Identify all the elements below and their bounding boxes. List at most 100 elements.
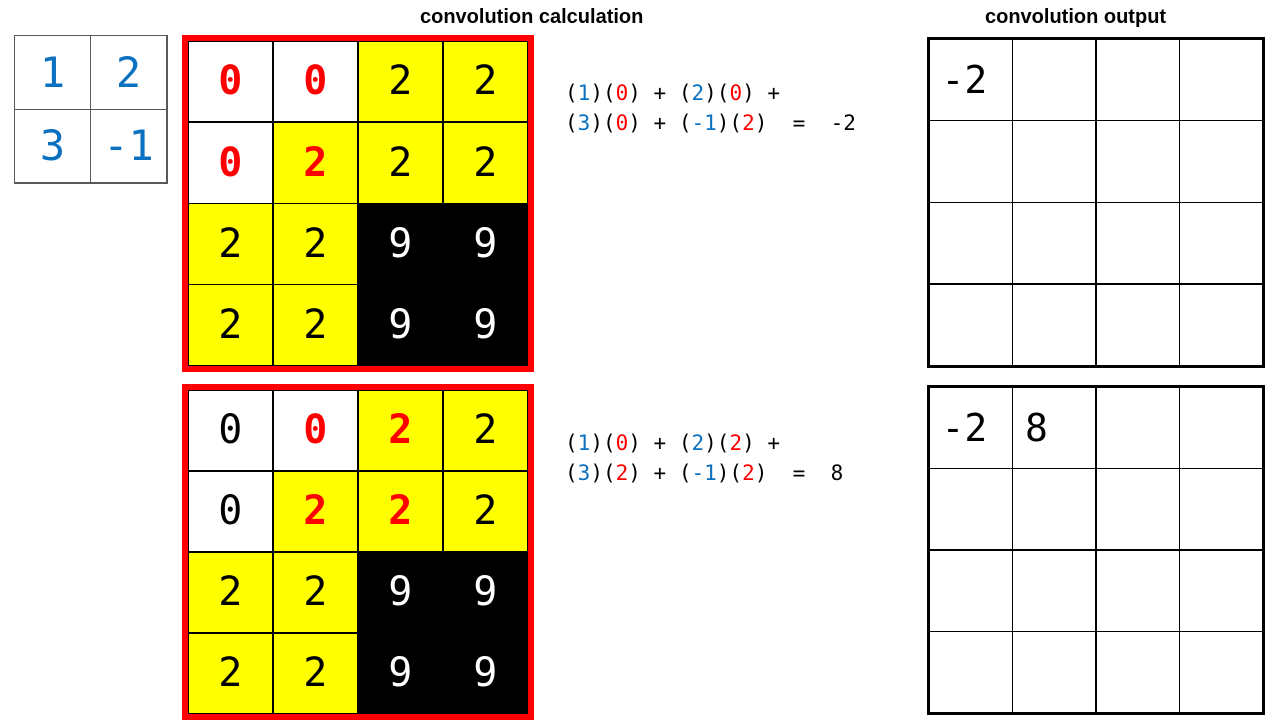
formula-token: 2	[691, 81, 705, 105]
formula-token: 0	[615, 81, 629, 105]
input-cell: 0	[187, 470, 273, 552]
output-cell	[1179, 202, 1263, 285]
input-cell: 9	[442, 632, 528, 714]
formula-token: ) + (	[628, 461, 692, 486]
output-cell	[1179, 549, 1263, 632]
formula-token: (	[565, 111, 578, 136]
formula-token: -1	[691, 111, 717, 136]
formula-token: )(	[716, 111, 743, 136]
input-cell: 2	[272, 551, 358, 633]
input-cell: 9	[357, 284, 443, 366]
input-cell: 2	[442, 389, 528, 471]
input-cell: 2	[187, 284, 273, 366]
output-cell	[1179, 468, 1263, 550]
output-cell	[1095, 38, 1180, 121]
output-cell: 8	[1012, 386, 1096, 469]
input-cell: 2	[272, 470, 358, 552]
output-cell	[1095, 468, 1180, 550]
formula-token: 2	[615, 461, 629, 486]
output-cell	[928, 631, 1013, 713]
formula-token: (	[565, 431, 578, 455]
input-cell: 2	[357, 470, 443, 552]
input-cell: 2	[442, 121, 528, 204]
formula-step-2: (1)(0) + (2)(2) +(3)(2) + (-1)(2) = 8	[565, 428, 843, 489]
input-cell: 2	[272, 121, 358, 204]
page-title-convolution-calculation: convolution calculation	[420, 6, 644, 28]
output-cell	[1095, 283, 1180, 366]
formula-token: 2	[729, 431, 743, 455]
kernel-cell: 1	[14, 35, 91, 110]
output-cell	[1095, 386, 1180, 469]
formula-line: (3)(2) + (-1)(2) = 8	[565, 458, 843, 488]
input-cell: 9	[357, 551, 443, 633]
formula-token: )(	[590, 461, 616, 486]
input-cell: 2	[357, 389, 443, 471]
formula-token: ) +	[742, 81, 781, 105]
formula-token: (	[565, 461, 578, 486]
input-cell: 2	[187, 632, 273, 714]
formula-token: )(	[590, 111, 616, 136]
formula-token: (	[565, 81, 578, 105]
output-cell	[928, 120, 1013, 203]
output-cell	[1179, 120, 1263, 203]
formula-step-1: (1)(0) + (2)(0) +(3)(0) + (-1)(2) = -2	[565, 78, 856, 139]
input-cell: 0	[187, 389, 273, 471]
formula-line: (1)(0) + (2)(0) +	[565, 78, 856, 108]
formula-token: ) = -2	[754, 111, 856, 136]
formula-token: )(	[704, 431, 730, 455]
output-cell	[1095, 549, 1180, 632]
output-cell	[928, 202, 1013, 285]
output-cell	[1012, 468, 1096, 550]
output-cell	[928, 468, 1013, 550]
formula-token: )(	[704, 81, 730, 105]
input-cell: 2	[187, 551, 273, 633]
input-cell: 0	[187, 40, 273, 123]
input-cell: 2	[272, 284, 358, 366]
output-cell	[1012, 549, 1096, 632]
input-cell: 9	[442, 551, 528, 633]
formula-line: (1)(0) + (2)(2) +	[565, 428, 843, 458]
formula-token: )(	[716, 461, 743, 486]
input-cell: 2	[357, 121, 443, 204]
input-cell: 9	[357, 203, 443, 285]
kernel-cell: 3	[14, 108, 91, 183]
formula-token: 0	[615, 431, 629, 455]
formula-token: -1	[691, 461, 717, 486]
formula-token: ) + (	[628, 111, 692, 136]
input-cell: 0	[272, 389, 358, 471]
formula-line: (3)(0) + (-1)(2) = -2	[565, 108, 856, 138]
input-cell: 0	[272, 40, 358, 123]
formula-token: 0	[729, 81, 743, 105]
output-cell	[1095, 202, 1180, 285]
output-cell	[1179, 283, 1263, 366]
page-title-convolution-output: convolution output	[985, 6, 1167, 28]
output-cell	[1095, 120, 1180, 203]
output-cell	[928, 549, 1013, 632]
output-cell	[1179, 38, 1263, 121]
formula-token: ) + (	[628, 81, 692, 105]
output-cell	[1012, 38, 1096, 121]
output-cell	[1012, 120, 1096, 203]
formula-token: 2	[742, 111, 755, 136]
output-cell	[1179, 386, 1263, 469]
output-grid-step-1: -2	[927, 37, 1265, 368]
output-cell	[1095, 631, 1180, 713]
output-cell	[1012, 202, 1096, 285]
kernel-cell: 2	[90, 35, 167, 110]
output-cell	[1179, 631, 1263, 713]
formula-token: 1	[577, 81, 591, 105]
formula-token: )(	[590, 81, 616, 105]
output-cell	[1012, 283, 1096, 366]
formula-token: 1	[577, 431, 591, 455]
formula-token: 2	[691, 431, 705, 455]
input-cell: 9	[442, 203, 528, 285]
output-cell: -2	[928, 38, 1013, 121]
formula-token: ) +	[742, 431, 781, 455]
output-cell: -2	[928, 386, 1013, 469]
input-cell: 2	[272, 632, 358, 714]
formula-token: 2	[742, 461, 755, 486]
